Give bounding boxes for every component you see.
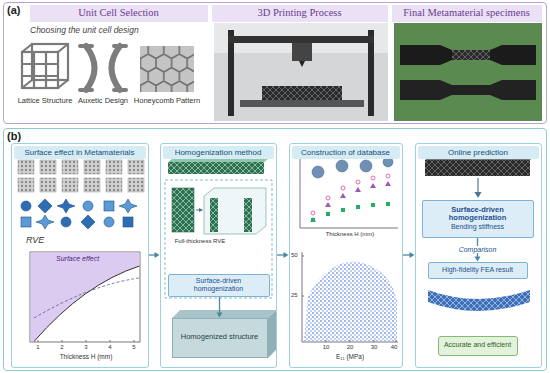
header-tab: Unit Cell Selection: [30, 5, 208, 22]
lattice-cube: [22, 44, 68, 88]
column-heading: Surface effect in Metamaterials: [14, 146, 146, 159]
connector: [277, 252, 289, 258]
arrow-head: [284, 252, 289, 258]
dashed-frame: [165, 180, 272, 298]
header-tab: 3D Printing Process: [212, 5, 388, 22]
homogenized-block: Homogenized structure: [172, 318, 268, 358]
connector-line: [403, 254, 411, 255]
scatter-plot: [302, 252, 398, 342]
stage-column: Online predictionSurface-driven homogeni…: [415, 143, 542, 368]
panel-frame: (a) Unit Cell Selection 3D Printing Proces…: [3, 2, 547, 124]
column-heading: Construction of database: [292, 146, 400, 159]
tick-label: 1: [36, 344, 39, 351]
axis-title: Thickness H (mm): [326, 231, 375, 238]
part-name: Honeycomb Pattern: [134, 97, 200, 105]
unit-cells: [21, 199, 137, 229]
lattice-beam: [168, 156, 272, 174]
axis-title: Thickness H (mm): [60, 353, 113, 360]
column-heading: Homogenization method: [163, 146, 274, 159]
tick-label: 3: [84, 344, 87, 351]
perforated-sheets: [18, 160, 144, 192]
fea-beam: [428, 290, 530, 311]
result-box: High-fidelity FEA result: [428, 262, 528, 279]
header-text: 3D Printing Process: [258, 7, 342, 19]
header-text: Final Metamaterial specimens: [403, 7, 530, 19]
tick-label: 30: [371, 344, 378, 351]
specimen-photo: [394, 23, 542, 121]
connector-line: [149, 254, 156, 255]
process-text: Surface-driven homogenization: [172, 277, 266, 293]
tick-label: 10: [323, 344, 330, 351]
column-heading: Online prediction: [418, 146, 539, 159]
panel-letter: (a): [7, 4, 20, 17]
process-text: Surface-driven homogenization: [426, 206, 530, 223]
caption-note: Choosing the unit cell design: [30, 26, 139, 35]
tick-label: 4: [108, 344, 111, 351]
process-subtext: Bending stiffness: [451, 223, 504, 231]
connector: [217, 297, 223, 318]
connector-line: [277, 254, 285, 255]
header-text: Unit Cell Selection: [78, 7, 159, 19]
part-name: Full-thickness RVE: [175, 238, 226, 245]
part-name: Auxetic Design: [78, 97, 128, 105]
surface-effect-chart: [30, 252, 140, 342]
region-label: Surface effect: [56, 255, 99, 263]
tick-label: 40: [391, 344, 398, 351]
connector: [149, 252, 160, 258]
process-box: Surface-driven homogenizationBending sti…: [422, 200, 534, 238]
arrow-head: [410, 252, 415, 258]
auxetic-cell: [80, 46, 126, 90]
tick-label: 5: [132, 344, 135, 351]
process-box: Surface-driven homogenization: [168, 274, 270, 297]
printer-photo: [214, 23, 388, 121]
tick-label: 25: [291, 292, 298, 299]
arrow-head: [475, 257, 481, 262]
tick-label: 2: [60, 344, 63, 351]
header-tab: Final Metamaterial specimens: [392, 5, 542, 22]
part-name: RVE: [26, 236, 44, 246]
rve-sketch: [172, 188, 266, 234]
stage-column: Construction of database: [289, 143, 403, 368]
panel-letter: (b): [7, 130, 21, 143]
arrow-head: [155, 252, 160, 258]
axis-title: E₁₁ (MPa): [336, 353, 364, 360]
connector: [403, 252, 415, 258]
edge-label: Comparison: [457, 246, 499, 254]
prediction-beam: [425, 155, 536, 198]
outcome-box: Accurate and efficient: [438, 336, 518, 356]
database-chart: [300, 157, 398, 228]
tick-label: 50: [291, 252, 298, 259]
result-text: High-fidelity FEA result: [442, 266, 513, 274]
connector-line: [219, 297, 220, 314]
block-text: Homogenized structure: [181, 333, 259, 342]
tick-label: 20: [347, 344, 354, 351]
stage-column: Homogenization methodSurface-driven homo…: [160, 143, 277, 368]
honeycomb-cell: [140, 46, 194, 92]
part-name: Lattice Structure: [18, 97, 73, 105]
homogenized-slab: [172, 310, 276, 358]
outcome-text: Accurate and efficient: [444, 341, 511, 349]
